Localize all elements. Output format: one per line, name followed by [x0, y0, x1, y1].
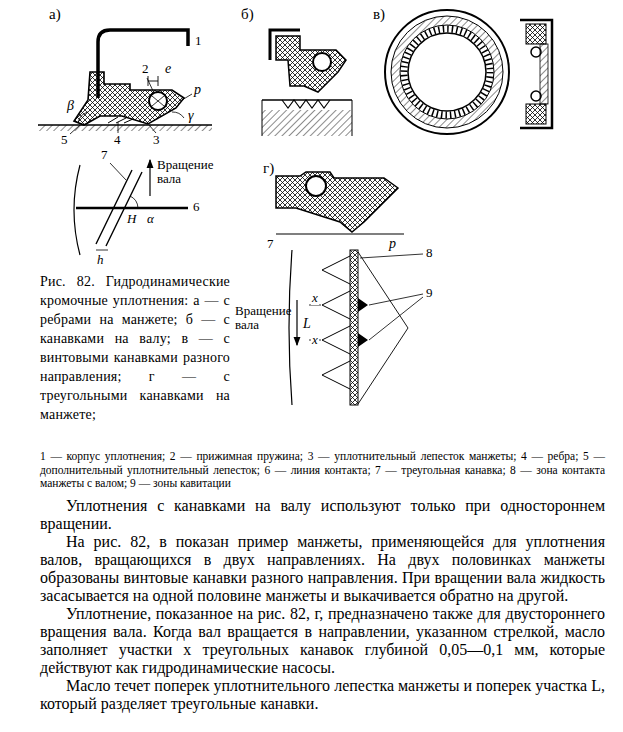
seal-section-g-part: [360, 254, 423, 340]
figure-space: [230, 272, 605, 434]
seal-section-b-part: [276, 36, 346, 92]
paragraph: Уплотнения с канавками на валу использую…: [40, 497, 605, 533]
seal-ring-v-part: [526, 24, 546, 44]
seal-section-g-part: [276, 233, 404, 234]
seal-section-a-part: [147, 78, 154, 93]
seal-section-a-part: [148, 76, 158, 86]
seal-ring-v-part: [540, 44, 548, 104]
callout-label: p: [193, 82, 202, 97]
seal-section-g-part: [358, 252, 408, 404]
seal-section-a: [38, 30, 212, 134]
seal-section-g-part: [322, 256, 350, 389]
seal-section-b-part: [282, 100, 330, 108]
body-text: Уплотнения с канавками на валу использую…: [40, 497, 605, 713]
seal-section-g-part: [296, 300, 297, 345]
callout-label: 9: [425, 286, 434, 300]
callout-label: α: [146, 212, 155, 226]
rib-plan-view-part: [110, 163, 126, 180]
seal-section-b-part: [262, 100, 352, 136]
seal-section-a-part: [108, 117, 133, 123]
seal-ring-v-part: [400, 25, 494, 119]
callout-label: 4: [113, 133, 122, 147]
callout-label: г): [262, 160, 275, 177]
seal-ring-v-part: [526, 104, 546, 124]
callout-label: x: [311, 333, 319, 347]
callout-label: в): [372, 6, 386, 23]
seal-ring-v-part: [408, 33, 486, 111]
callout-label: L: [302, 316, 312, 331]
seal-section-a-part: [38, 125, 212, 131]
figure-key: 1 — корпус уплотнения; 2 — прижимная пру…: [40, 450, 605, 491]
callout-label: а): [48, 6, 62, 23]
seal-ring-v-part: [520, 20, 552, 128]
seal-section-g-part: [289, 250, 292, 405]
callout-label: 1: [194, 34, 203, 48]
caption-block: Рис. 82. Гидродинамические кромочные упл…: [40, 272, 605, 434]
callout-label: Вращение вала: [234, 304, 288, 333]
paragraph: Масло течет поперек уплотнительного лепе…: [40, 677, 605, 713]
seal-section-b: [262, 30, 352, 136]
callout-label: H: [126, 212, 137, 226]
seal-section-g-part: [358, 298, 368, 347]
seal-section-g-part: [306, 176, 326, 196]
callout-label: γ: [187, 108, 195, 123]
rib-plan-view-part: [96, 170, 142, 246]
callout-label: 8: [425, 246, 434, 260]
rib-plan-view-part: [74, 165, 80, 255]
seal-ring-v-part: [531, 47, 541, 57]
seal-section-g-part: [350, 250, 358, 405]
seal-section-g: [276, 172, 423, 405]
seal-section-b-part: [262, 110, 352, 136]
figure-caption: Рис. 82. Гидродинамические кромочные упл…: [40, 274, 230, 422]
callout-label: 3: [152, 133, 161, 147]
seal-ring-v: [385, 10, 552, 134]
seal-section-a-part: [149, 92, 167, 110]
callout-label: б): [240, 6, 255, 23]
rib-plan-view-part: [96, 250, 108, 251]
seal-ring-v-part: [391, 16, 503, 128]
seal-section-b-part: [313, 53, 331, 71]
rib-plan-view-part: [76, 207, 188, 210]
paragraph: На рис. 82, в показан пример манжеты, пр…: [40, 533, 605, 605]
callout-label: 2: [141, 62, 150, 76]
callout-label: h: [96, 253, 105, 267]
callout-label: 7: [266, 237, 275, 251]
seal-section-a-part: [74, 72, 184, 125]
seal-ring-v-part: [531, 91, 541, 101]
callout-label: β: [66, 98, 75, 113]
callout-label: p: [388, 236, 397, 251]
callout-label: Вращение вала: [156, 158, 222, 187]
callout-label: 6: [192, 200, 201, 214]
seal-section-a-part: [78, 112, 88, 123]
paragraph: Уплотнение, показанное на рис. 82, г, пр…: [40, 605, 605, 677]
seal-ring-v-part: [391, 16, 503, 128]
seal-section-g-part: [276, 172, 398, 232]
rib-plan-view-part: [149, 160, 150, 196]
seal-ring-v-part: [404, 29, 490, 115]
callout-label: 7: [100, 148, 109, 162]
seal-section-a-part: [172, 112, 184, 118]
rib-plan-view-part: [130, 196, 138, 208]
seal-section-a-part: [182, 94, 192, 100]
callout-label: x: [311, 291, 319, 305]
seal-section-a-part: [152, 96, 164, 106]
callout-label: e: [164, 61, 172, 76]
seal-ring-v-part: [385, 10, 509, 134]
callout-label: 5: [60, 133, 69, 147]
